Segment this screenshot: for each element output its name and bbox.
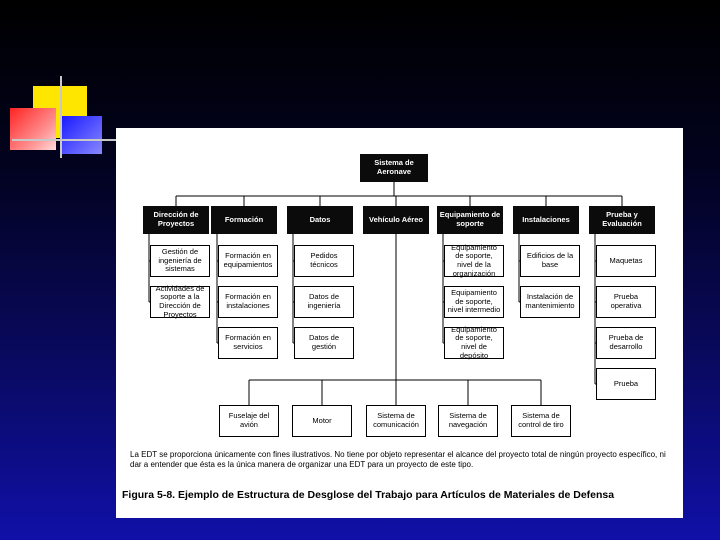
category-node: Prueba y Evaluación — [589, 206, 655, 234]
child-node: Formación en instalaciones — [218, 286, 278, 318]
child-node: Datos de gestión — [294, 327, 354, 359]
category-node: Instalaciones — [513, 206, 579, 234]
child-node: Formación en equipamientos — [218, 245, 278, 277]
child-node: Pedidos técnicos — [294, 245, 354, 277]
vehicle-part-node: Sistema de navegación — [438, 405, 498, 437]
child-node: Actividades de soporte a la Dirección de… — [150, 284, 210, 318]
category-node: Equipamiento de soporte — [437, 206, 503, 234]
child-node: Prueba operativa — [596, 286, 656, 318]
child-node: Equipamiento de soporte, nivel intermedi… — [444, 286, 504, 318]
category-node: Dirección de Proyectos — [143, 206, 209, 234]
vehicle-part-node: Motor — [292, 405, 352, 437]
wbs-figure: Sistema de Aeronave Dirección de Proyect… — [116, 128, 683, 518]
child-node: Gestión de ingeniería de sistemas — [150, 245, 210, 277]
category-node: Formación — [211, 206, 277, 234]
decor-vertical-line — [60, 76, 62, 158]
child-node: Instalación de mantenimiento — [520, 286, 580, 318]
figure-note: La EDT se proporciona únicamente con fin… — [130, 450, 666, 470]
connector-lines — [148, 182, 623, 405]
child-node: Equipamiento de soporte, nivel de la org… — [444, 243, 504, 277]
figure-caption: Figura 5-8. Ejemplo de Estructura de Des… — [122, 489, 615, 501]
child-node: Formación en servicios — [218, 327, 278, 359]
decor-horizontal-line — [12, 139, 130, 141]
wbs-root-node: Sistema de Aeronave — [360, 154, 428, 182]
category-node: Datos — [287, 206, 353, 234]
child-node: Prueba de desarrollo — [596, 327, 656, 359]
decor-blue-square — [62, 116, 102, 154]
child-node: Edificios de la base — [520, 245, 580, 277]
vehicle-part-node: Sistema de control de tiro — [511, 405, 571, 437]
child-node: Equipamiento de soporte, nivel de depósi… — [444, 325, 504, 359]
child-node: Datos de ingeniería — [294, 286, 354, 318]
child-node: Prueba — [596, 368, 656, 400]
vehicle-part-node: Sistema de comunicación — [366, 405, 426, 437]
category-node: Vehículo Aéreo — [363, 206, 429, 234]
child-node: Maquetas — [596, 245, 656, 277]
decor-red-square — [10, 108, 56, 150]
vehicle-part-node: Fuselaje del avión — [219, 405, 279, 437]
